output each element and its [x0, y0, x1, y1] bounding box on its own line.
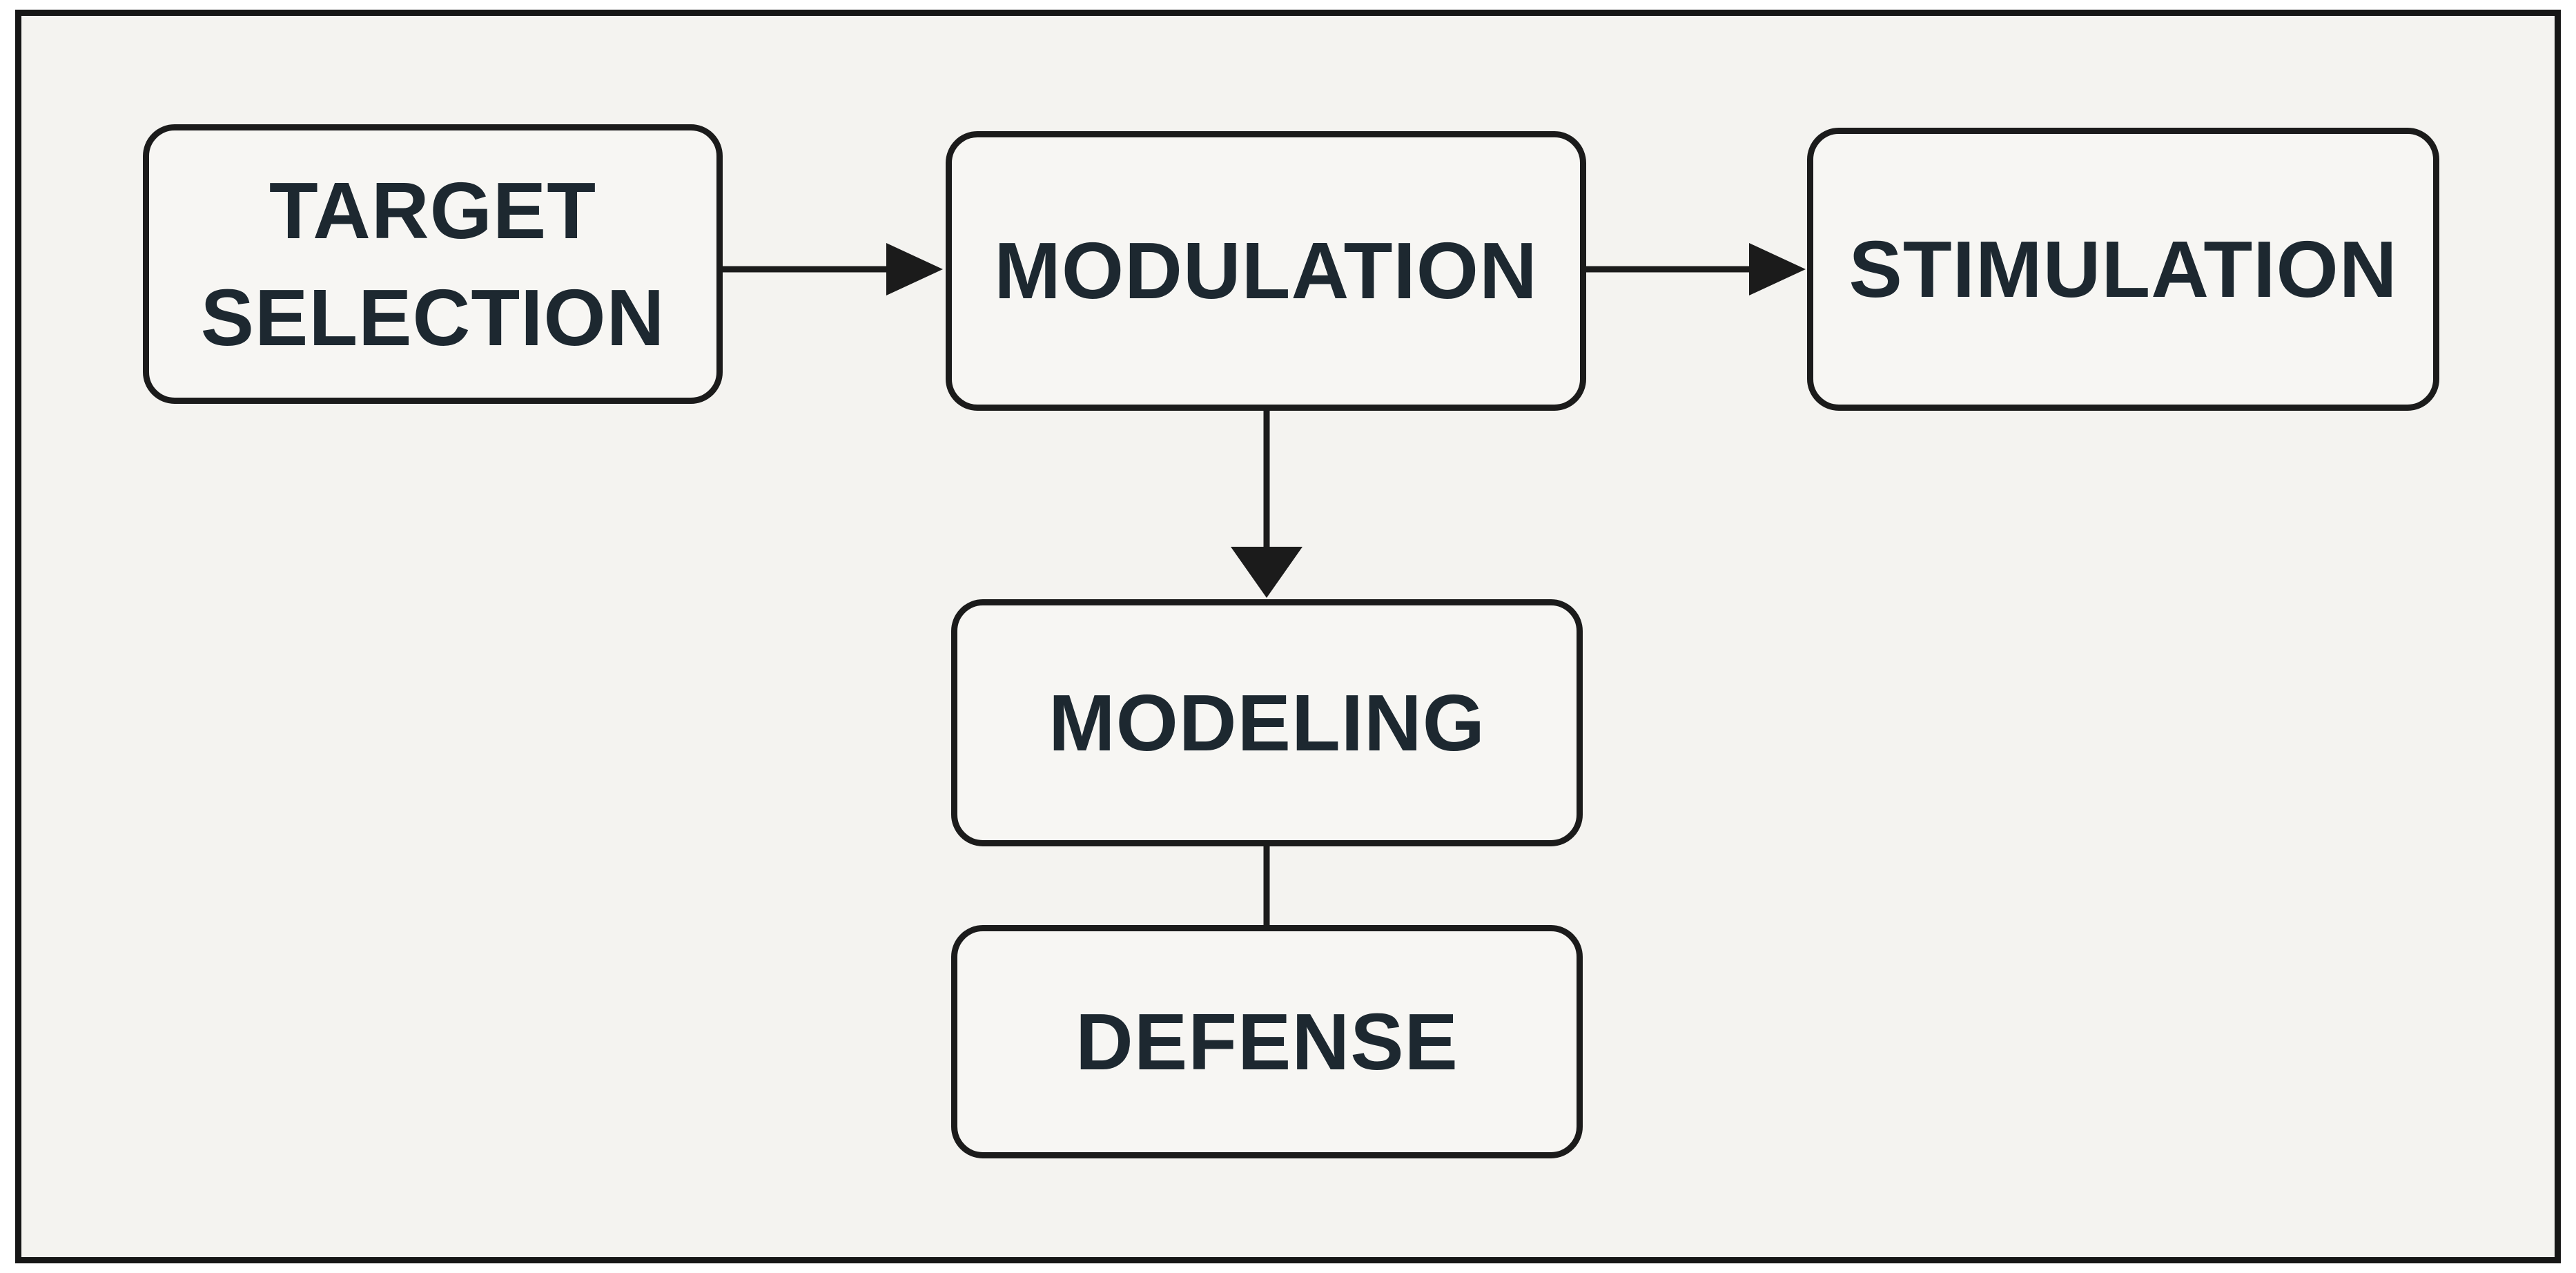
node-target-selection-label: TARGET SELECTION [200, 166, 665, 362]
node-modulation-label: MODULATION [994, 226, 1538, 316]
node-modeling: MODELING [951, 599, 1583, 846]
node-defense: DEFENSE [951, 925, 1583, 1158]
node-modulation: MODULATION [946, 131, 1586, 411]
node-stimulation-label: STIMULATION [1848, 224, 2398, 314]
node-target-selection: TARGET SELECTION [143, 124, 723, 404]
node-modeling-label: MODELING [1048, 677, 1486, 768]
node-stimulation: STIMULATION [1807, 128, 2439, 411]
node-defense-label: DEFENSE [1075, 996, 1458, 1087]
